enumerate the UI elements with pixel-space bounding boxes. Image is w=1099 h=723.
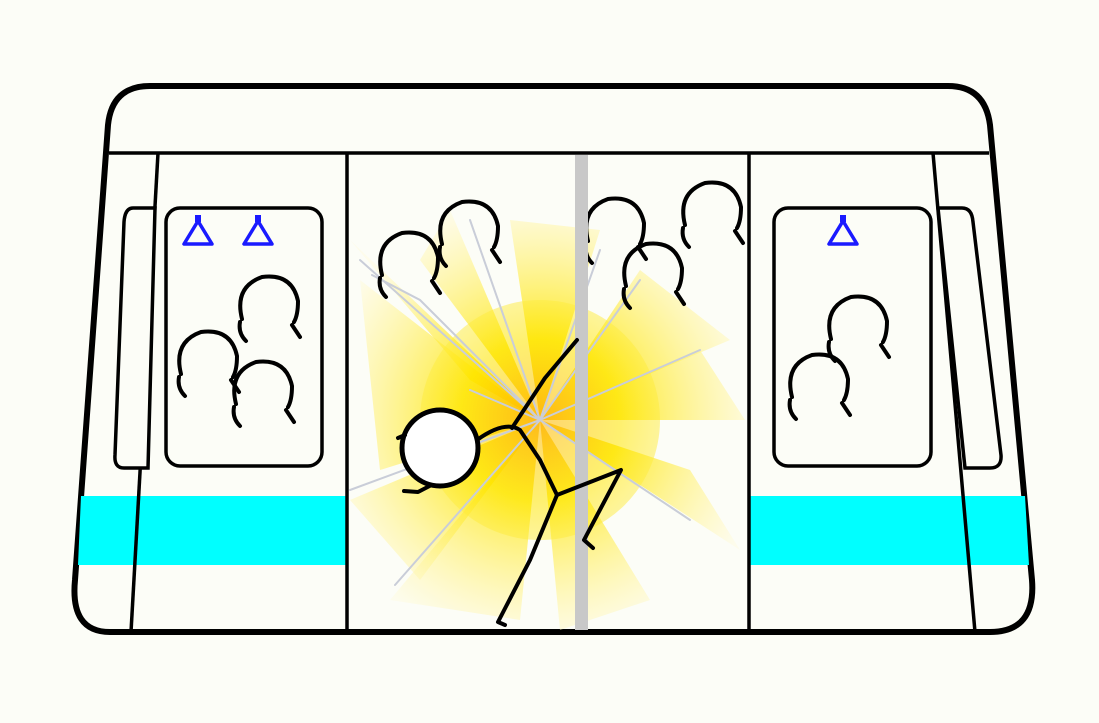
hand-strap-icon xyxy=(182,215,214,246)
stripe-left xyxy=(78,496,347,565)
passenger-head xyxy=(680,180,745,249)
passenger-head xyxy=(231,359,296,428)
window-left xyxy=(164,206,324,468)
window-right-frame xyxy=(772,206,933,468)
passenger-head xyxy=(377,230,442,299)
side-window-left xyxy=(113,206,157,470)
passenger-head xyxy=(437,199,502,268)
passenger-head xyxy=(621,241,686,310)
figure-leg-back xyxy=(496,493,559,627)
passenger-head xyxy=(237,274,302,343)
window-right xyxy=(772,206,933,468)
stripe-right xyxy=(749,496,1029,565)
figure-arm-raised xyxy=(510,338,579,430)
figure-leg-front xyxy=(555,468,623,550)
figure-head xyxy=(399,407,481,489)
passenger-head xyxy=(787,352,852,421)
figure-body xyxy=(475,424,559,497)
hand-strap-icon xyxy=(827,215,859,246)
grab-pole xyxy=(575,155,588,630)
side-window-right xyxy=(936,206,1003,470)
falling-stick-figure xyxy=(396,338,623,627)
hand-strap-icon xyxy=(242,215,274,246)
